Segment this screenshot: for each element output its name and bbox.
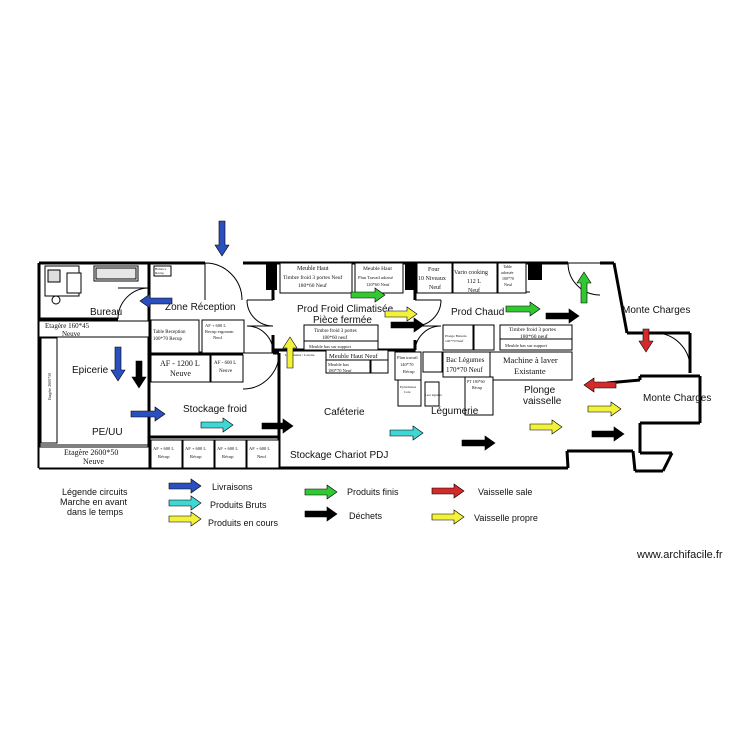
arrow-dechets: [461, 435, 496, 451]
legend-livraisons-swatch: [168, 478, 202, 494]
label-meuble-haut-1: Meuble Haut: [297, 266, 329, 272]
legend-dechets-label: Déchets: [349, 511, 383, 521]
legend-produits-bruts-swatch: [168, 495, 202, 511]
room-prod-froid-sub: Pièce fermée: [313, 315, 372, 326]
label-lave-mains: Lave mains / Lavette: [285, 353, 315, 357]
arrow-dechets: [545, 308, 580, 324]
arrow-vaisselle-sale: [638, 328, 654, 353]
arrow-produits-finis: [576, 271, 592, 304]
watermark: www.archifacile.fr: [636, 549, 723, 561]
bureau-furniture: [44, 265, 139, 305]
legend-produits-en-cours-label: Produits en cours: [208, 518, 279, 528]
flow-arrows: [110, 220, 654, 451]
arrow-produits-en-cours: [384, 306, 418, 322]
arrow-livraisons: [110, 346, 126, 382]
arrow-dechets: [390, 317, 425, 333]
arrow-livraisons: [130, 406, 166, 422]
legend-vaisselle-propre-swatch: [431, 509, 465, 525]
legend-produits-finis-swatch: [304, 484, 338, 500]
label-etagere-side: Etagère 2600*50: [47, 373, 52, 400]
arrow-produits-en-cours: [529, 419, 563, 435]
arrow-produits-bruts: [389, 425, 424, 441]
legend-produits-finis-label: Produits finis: [347, 487, 399, 497]
arrow-produits-en-cours: [282, 336, 298, 369]
room-zone-reception: Zone Réception: [165, 302, 236, 313]
legend-vaisselle-propre-label: Vaisselle propre: [474, 513, 538, 523]
legend-dechets-swatch: [304, 506, 338, 522]
legend-produits-bruts-label: Produits Bruts: [210, 500, 267, 510]
room-epicerie: Epicerie: [72, 365, 109, 376]
arrow-produits-finis: [505, 301, 541, 317]
equipment-labels: Etagère 160*45 Neuve Etagère 2600*50 Neu…: [45, 264, 558, 466]
label-etagere-2600: Etagère 2600*50: [64, 448, 118, 457]
room-plonge: Plonge: [524, 385, 556, 396]
label-lave-legume: Lave légumes: [425, 393, 443, 397]
label-meuble-haut-neuf: Meuble Haut Neuf: [329, 353, 379, 360]
arrow-dechets: [591, 426, 625, 442]
room-prod-chaud: Prod Chaud: [451, 307, 504, 318]
legend-livraisons-label: Livraisons: [212, 482, 253, 492]
room-bureau: Bureau: [90, 307, 122, 318]
legend-vaisselle-sale-swatch: [431, 483, 465, 499]
legend-produits-en-cours-swatch: [168, 511, 202, 527]
label-etagere-160: Etagère 160*45: [45, 322, 90, 330]
room-monte-charges-2: Monte Charges: [643, 393, 711, 404]
room-labels: Bureau Zone Réception Epicerie PE/UU Sto…: [72, 302, 711, 461]
room-prod-froid: Prod Froid Climatisée: [297, 304, 394, 315]
label-meuble-bas: Meuble bas sur support: [309, 344, 352, 349]
label-meuble-bas-support: Meuble bas sur support: [505, 343, 548, 348]
label-etagere-160-sub: Neuve: [62, 330, 80, 338]
arrow-produits-en-cours: [587, 401, 622, 417]
arrow-dechets: [261, 418, 294, 434]
legend-vaisselle-sale-label: Vaisselle sale: [478, 487, 532, 497]
room-monte-charges-1: Monte Charges: [622, 305, 690, 316]
label-meuble-haut-2: Meuble Haut: [363, 266, 392, 272]
equipment: [38, 262, 573, 469]
room-pe-uu: PE/UU: [92, 427, 123, 438]
arrow-produits-finis: [350, 287, 386, 303]
pillars: [266, 263, 542, 290]
arrow-dechets: [131, 360, 147, 389]
room-cafeteria: Caféterie: [324, 407, 365, 418]
room-stockage-froid: Stockage froid: [183, 404, 247, 415]
arrow-vaisselle-sale: [583, 377, 617, 393]
label-etagere-2600-sub: Neuve: [83, 457, 104, 466]
room-plonge-2: vaisselle: [523, 396, 562, 407]
room-stockage-chariot: Stockage Chariot PDJ: [290, 450, 388, 461]
room-legumerie: Légumerie: [431, 406, 479, 417]
arrow-produits-bruts: [200, 417, 234, 433]
arrow-livraisons: [139, 293, 173, 309]
arrow-livraisons: [214, 220, 230, 257]
